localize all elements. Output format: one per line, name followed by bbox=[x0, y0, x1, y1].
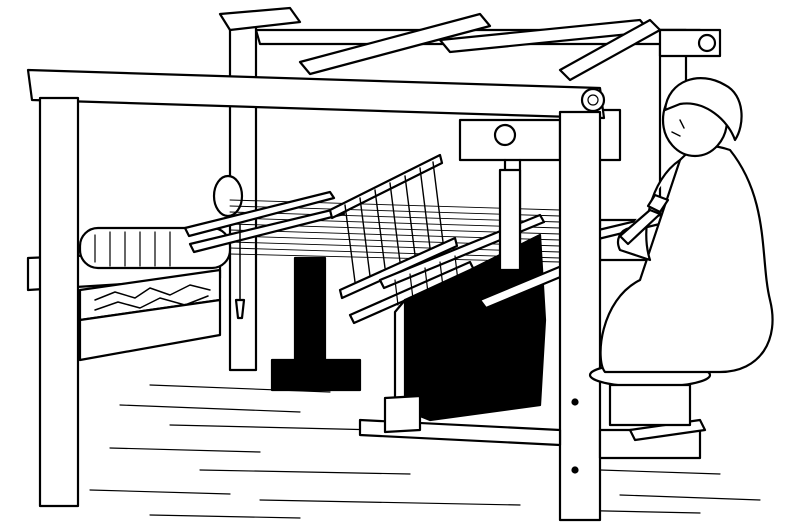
woven-cloth bbox=[393, 233, 547, 422]
treadle-block bbox=[270, 256, 362, 392]
lease-sticks bbox=[183, 190, 346, 320]
front-right-post bbox=[558, 110, 602, 522]
heddle-frame bbox=[328, 153, 459, 300]
top-frame bbox=[26, 6, 722, 120]
weaver-woman bbox=[599, 77, 774, 374]
front-left-post bbox=[38, 96, 80, 508]
